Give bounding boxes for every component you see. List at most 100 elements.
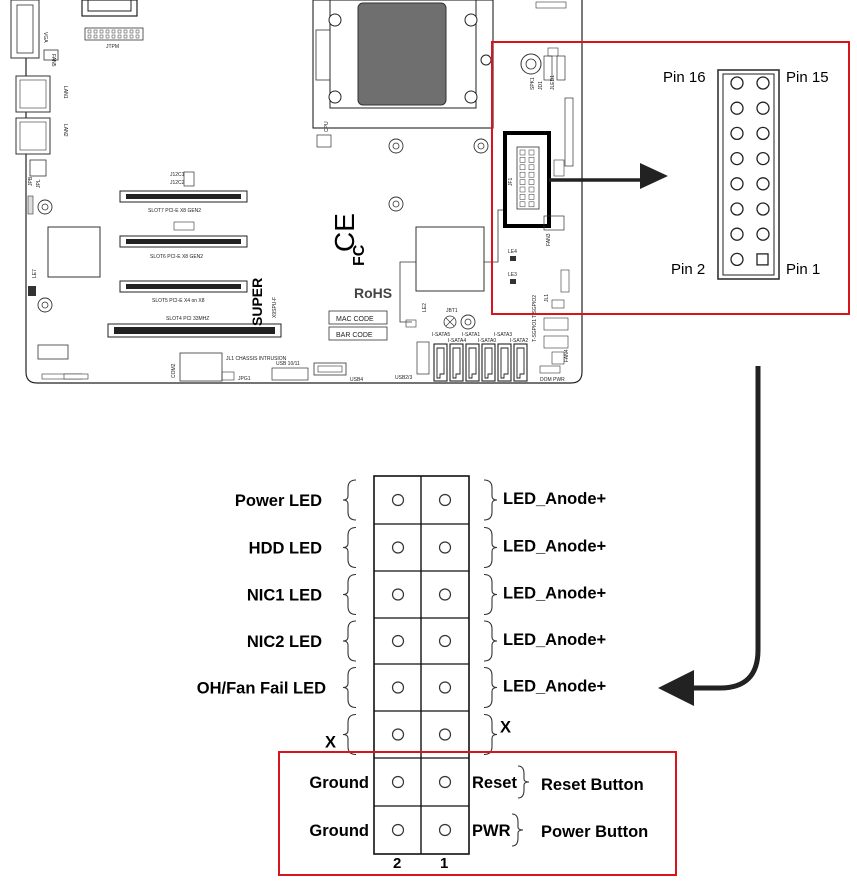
right-brace bbox=[483, 479, 498, 521]
jf1-small-pin bbox=[519, 157, 526, 163]
fc-mark: FC bbox=[351, 244, 368, 266]
jtpm-header bbox=[84, 27, 144, 41]
jtpm-pin bbox=[99, 29, 104, 34]
isata3-label: I-SATA3 bbox=[494, 332, 512, 338]
com2-header bbox=[179, 352, 223, 382]
slot4-inner bbox=[114, 327, 275, 334]
sata-port-body bbox=[465, 343, 480, 382]
top-right-jumper bbox=[547, 47, 559, 57]
pinout-pin-col2 bbox=[391, 634, 405, 648]
slot6-label: SLOT6 PCI-E X8 GEN2 bbox=[150, 254, 203, 260]
zoom-pin-odd bbox=[756, 227, 770, 241]
top-right-header bbox=[535, 1, 567, 9]
slot6-inner bbox=[126, 239, 241, 244]
bottom-header-2 bbox=[63, 373, 89, 380]
bar-code-box bbox=[328, 326, 388, 341]
slot7-label: SLOT7 PCI-E X8 GEN2 bbox=[148, 208, 201, 214]
sata-port-key bbox=[452, 347, 461, 379]
right-pin-label: LED_Anode+ bbox=[503, 631, 606, 649]
cpu-chip bbox=[357, 2, 447, 106]
jpl-label: JPL bbox=[36, 179, 42, 188]
mount-hole-4-inner bbox=[477, 142, 485, 150]
jf1-small-pin bbox=[528, 179, 535, 185]
fan4-label: FAN4 bbox=[564, 349, 570, 362]
pinout-pin-col2 bbox=[391, 541, 405, 554]
sata-port-body bbox=[513, 343, 528, 382]
jtpm-pin bbox=[99, 34, 104, 39]
pinout-pin-col1 bbox=[438, 588, 452, 601]
right-labels: LED_Anode+LED_Anode+LED_Anode+LED_Anode+… bbox=[472, 479, 606, 847]
left-pin-label: Power LED bbox=[235, 492, 322, 510]
bar-code-label: BAR CODE bbox=[336, 332, 373, 339]
left-pin-label: HDD LED bbox=[249, 540, 322, 558]
isata0-label: I-SATA0 bbox=[478, 338, 496, 344]
sata-port-key bbox=[500, 347, 509, 379]
fan5-header bbox=[43, 49, 59, 61]
left-brace bbox=[342, 666, 357, 709]
mount-hole-2-inner bbox=[41, 301, 49, 309]
jf1-small-pin bbox=[528, 171, 535, 178]
right-brace bbox=[483, 666, 498, 709]
left-pin-label: NIC1 LED bbox=[247, 587, 322, 605]
lan2-inner bbox=[19, 121, 47, 151]
vga-connector bbox=[10, 0, 40, 59]
sata-port-body bbox=[481, 343, 496, 382]
pin2-label: Pin 2 bbox=[671, 261, 705, 278]
speaker-inner bbox=[525, 58, 537, 70]
jtpm-pin bbox=[135, 34, 140, 39]
lan2-label: LAN2 bbox=[62, 124, 68, 137]
pinout-pin-col1 bbox=[438, 493, 452, 507]
jl1-header bbox=[551, 299, 565, 309]
jtpm-pin bbox=[129, 29, 134, 34]
left-pin-label: Ground bbox=[309, 774, 369, 792]
cpu-screw-5 bbox=[480, 54, 492, 66]
zoom-header-outline bbox=[717, 69, 780, 280]
zoom-pin-odd bbox=[756, 101, 770, 115]
power-button-label: Power Button bbox=[541, 823, 648, 841]
sata-port bbox=[513, 343, 528, 382]
sata-port-body bbox=[497, 343, 512, 382]
jf1-small-pin bbox=[519, 186, 526, 193]
motherboard: VGA FAN5 JTPM LAN1 LAN2 JPB JPL LE7 bbox=[10, 0, 583, 384]
lan1-label: LAN1 bbox=[62, 86, 68, 99]
jf1-small-pin bbox=[528, 186, 535, 193]
sata-port-body bbox=[449, 343, 464, 382]
isata5-label: I-SATA5 bbox=[432, 332, 450, 338]
jpb-label: JPB bbox=[28, 176, 34, 186]
jtpm-pin bbox=[123, 29, 128, 34]
pinout-pin-col2 bbox=[391, 588, 405, 601]
zoom-pin-even bbox=[730, 252, 744, 267]
i2c2-label: J12C2 bbox=[170, 180, 185, 186]
fan3-header bbox=[543, 215, 565, 231]
right-edge-header bbox=[564, 97, 574, 167]
zoom-pins bbox=[730, 76, 770, 267]
pinout-pin-col2 bbox=[391, 681, 405, 694]
le3-label: LE3 bbox=[508, 272, 517, 278]
jf1-small-pins bbox=[519, 149, 535, 208]
jtpm-pin bbox=[111, 34, 116, 39]
com2-label: COM2 bbox=[171, 363, 177, 378]
jtpm-pin bbox=[93, 34, 98, 39]
zoom-pin-even bbox=[730, 151, 744, 166]
left-brace bbox=[342, 573, 357, 616]
le2-label: LE2 bbox=[422, 303, 428, 312]
jtpm-pin bbox=[111, 29, 116, 34]
jd1-label: JD1 bbox=[538, 81, 544, 90]
bios-chip bbox=[37, 344, 69, 360]
jf1-small-pin bbox=[528, 201, 535, 208]
left-brace bbox=[342, 526, 357, 569]
dom-pwr-header bbox=[539, 365, 561, 374]
slot5-label: SLOT5 PCI-E X4 on X8 bbox=[152, 298, 205, 304]
usb4-inner bbox=[317, 365, 343, 373]
right-pin-label: X bbox=[500, 719, 511, 737]
jled1-header bbox=[556, 55, 566, 81]
left-brace bbox=[342, 479, 357, 521]
zoom-pin-even bbox=[730, 177, 744, 191]
super-logo: SUPER bbox=[249, 278, 265, 326]
jbt1-cross bbox=[445, 317, 455, 327]
usb1011-header bbox=[271, 367, 309, 381]
vga-label: VGA bbox=[42, 32, 48, 43]
zoom-pin-1-square bbox=[756, 253, 769, 266]
